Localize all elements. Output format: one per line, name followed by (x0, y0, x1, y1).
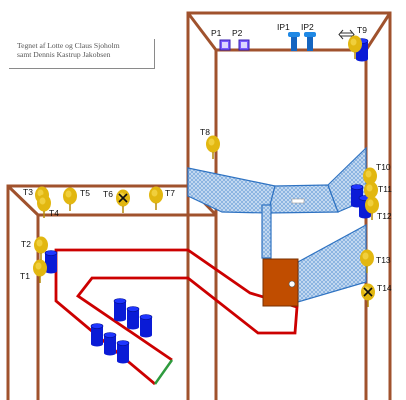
duct-grille (291, 198, 305, 204)
label-ip1: IP1 (277, 22, 290, 32)
yellow-sensor-icon[interactable] (115, 188, 131, 214)
door[interactable] (262, 258, 299, 307)
blue-drum-icon (103, 332, 117, 356)
yellow-sensor-icon[interactable] (148, 185, 164, 211)
sensor-t5[interactable]: T5 (62, 186, 90, 212)
blue-drum-icon (44, 250, 58, 274)
label-t2: T2 (21, 239, 31, 249)
credit-box: Tegnet af Lotte og Claus Sjoholm samt De… (9, 39, 155, 69)
credit-line-1: Tegnet af Lotte og Claus Sjoholm (17, 41, 120, 50)
outer-wall-right-building (186, 11, 392, 400)
track-end-marker (153, 359, 174, 385)
label-t1: T1 (20, 271, 30, 281)
sensor-t9[interactable]: T9 (347, 25, 367, 60)
panel-p2[interactable]: P2 (232, 28, 250, 51)
label-t14: T14 (377, 283, 392, 293)
sensor-t6[interactable]: T6 (103, 188, 131, 214)
inner-wall-right-building (214, 48, 368, 400)
pump-ip1[interactable]: IP1 (277, 22, 300, 51)
label-p2: P2 (232, 28, 243, 38)
label-t10: T10 (376, 162, 391, 172)
blue-drum-icon (126, 306, 140, 330)
label-t7: T7 (165, 188, 175, 198)
label-p1: P1 (211, 28, 222, 38)
sensor-t10[interactable]: T10 (362, 162, 391, 192)
transport-track (54, 248, 299, 386)
track-outer (54, 248, 299, 386)
label-t13: T13 (376, 255, 391, 265)
panel-p1[interactable]: P1 (211, 28, 231, 51)
sensor-t14[interactable]: T14 (360, 282, 392, 308)
blue-drum-icon (90, 323, 104, 347)
wall-corner-right-top (364, 12, 392, 51)
duct-main-left (187, 167, 276, 214)
duct-down-vertical (261, 204, 272, 259)
label-t8: T8 (200, 127, 210, 137)
pump-ip2[interactable]: IP2 (301, 22, 316, 51)
sensor-t2[interactable]: T2 (21, 235, 49, 261)
outer-wall-left-building (6, 184, 188, 400)
yellow-sensor-icon[interactable] (360, 282, 376, 308)
wall-corner-top-right (186, 12, 218, 51)
sensor-t4[interactable]: T4 (36, 193, 59, 219)
duct-lower-right (297, 223, 367, 303)
yellow-sensor-icon[interactable] (205, 134, 221, 160)
sensor-t8[interactable]: T8 (200, 127, 221, 160)
wall-corner-top-left (6, 184, 40, 217)
sensor-t11[interactable]: T11 (363, 180, 392, 206)
sensor-t7[interactable]: T7 (148, 185, 175, 211)
label-t6: T6 (103, 189, 113, 199)
blue-drum-icon (116, 340, 130, 364)
label-t3: T3 (23, 187, 33, 197)
label-t4: T4 (49, 208, 59, 218)
sensor-t13[interactable]: T13 (359, 248, 391, 274)
blue-drum-icon (139, 314, 153, 338)
label-t11: T11 (378, 184, 392, 194)
label-t9: T9 (357, 25, 367, 35)
sensor-t3[interactable]: T3 (23, 185, 50, 211)
drum-cluster-floor (90, 298, 153, 364)
fault-cross-icon (363, 287, 373, 297)
fault-cross-icon (118, 193, 128, 203)
sensor-t12[interactable]: T12 (364, 195, 392, 222)
label-ip2: IP2 (301, 22, 314, 32)
yellow-sensor-icon[interactable] (32, 258, 48, 284)
blue-pump-icon[interactable] (288, 32, 300, 37)
yellow-sensor-icon[interactable] (62, 186, 78, 212)
door-handle[interactable] (288, 280, 296, 288)
blue-pump-icon[interactable] (304, 32, 316, 37)
credit-line-2: samt Dennis Kastrup Jakobsen (17, 50, 111, 59)
ventilation-ducts (187, 146, 367, 303)
blue-drum-icon (113, 298, 127, 322)
sensor-t1[interactable]: T1 (20, 258, 48, 284)
label-t12: T12 (377, 211, 392, 221)
label-t5: T5 (80, 188, 90, 198)
